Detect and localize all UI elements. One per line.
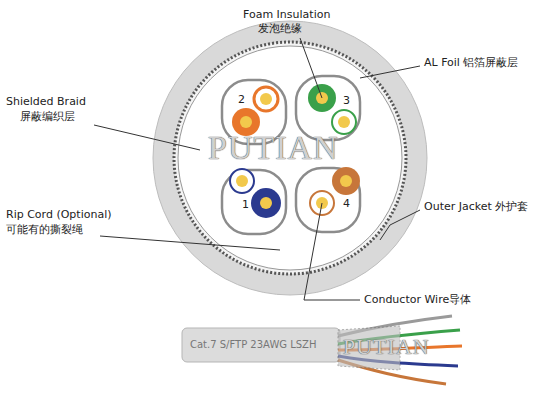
pair-number: 1 [240,198,251,211]
watermark: PUTIAN [208,128,339,169]
pair-number: 4 [341,197,352,210]
pair-number: 2 [236,93,247,106]
callout-label: Conductor Wire导体 [364,293,471,306]
callout-label: AL Foil 铝箔屏蔽层 [424,56,518,69]
callout-label: Foam Insulation [243,8,330,21]
watermark: PUTIAN [343,334,430,360]
callout-label: 屏蔽编织层 [20,110,75,123]
callout-label: Shielded Braid [6,95,86,108]
callout-label: 可能有的撕裂绳 [6,223,83,236]
pair-number: 3 [341,94,352,107]
callout-label: Outer Jacket 外护套 [424,200,528,213]
cable-print: Cat.7 S/FTP 23AWG LSZH [190,339,316,351]
callout-label: 发泡绝缘 [258,22,302,35]
callout-label: Rip Cord (Optional) [6,208,112,221]
